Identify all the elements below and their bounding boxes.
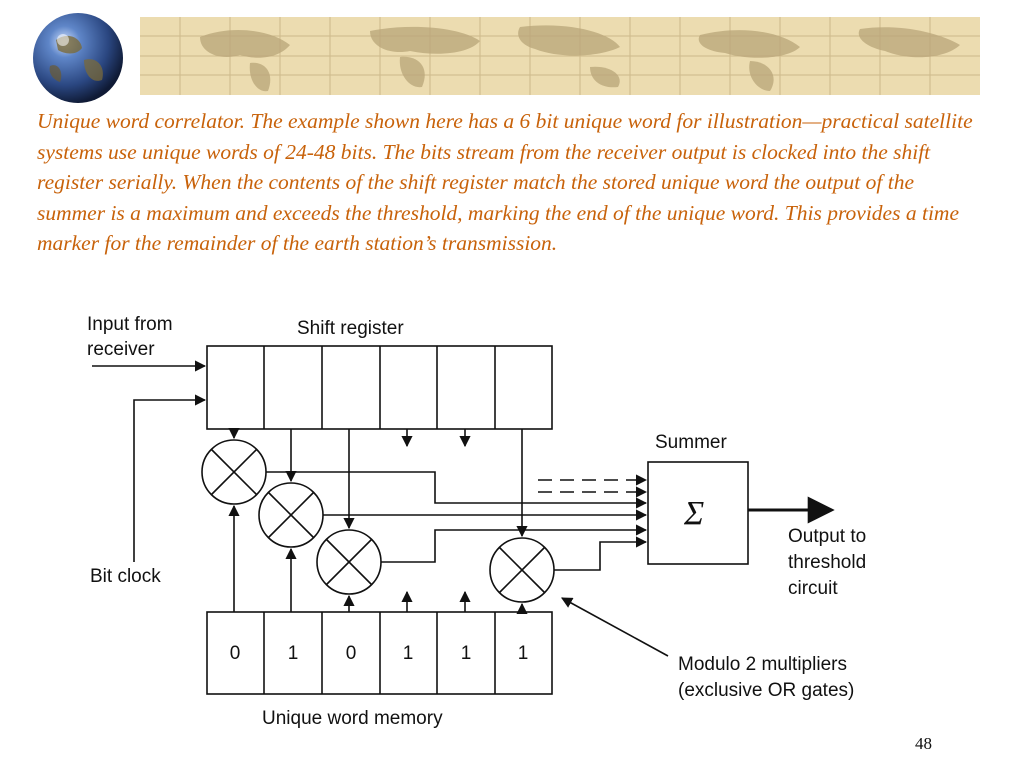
bit-clock-label: Bit clock <box>90 566 161 587</box>
memory-bit: 1 <box>288 643 299 664</box>
summer-symbol: Σ <box>683 495 704 532</box>
memory-bit: 1 <box>461 643 472 664</box>
memory-bit: 1 <box>518 643 529 664</box>
unique-word-memory <box>206 611 553 695</box>
shift-register <box>206 345 553 430</box>
input-label-line2: receiver <box>87 339 155 360</box>
shift-register-label: Shift register <box>297 318 404 339</box>
output-label-line3: circuit <box>788 578 838 599</box>
xor-multiplier <box>201 439 267 505</box>
bit-clock-line <box>133 394 207 562</box>
output-label-line2: threshold <box>788 552 866 573</box>
page-number: 48 <box>915 734 932 753</box>
memory-bit: 1 <box>403 643 414 664</box>
world-map-banner <box>140 17 980 95</box>
summer-block <box>647 461 749 565</box>
multiplier-label-line1: Modulo 2 multipliers <box>678 654 847 675</box>
xor-multiplier <box>316 529 382 595</box>
xor-multiplier <box>489 537 555 603</box>
globe-icon <box>30 10 126 106</box>
slide-caption: Unique word correlator. The example show… <box>37 109 973 255</box>
multiplier-label-line2: (exclusive OR gates) <box>678 680 854 701</box>
memory-bit: 0 <box>230 643 241 664</box>
memory-bit: 0 <box>346 643 357 664</box>
input-label-line1: Input from <box>87 314 173 335</box>
output-label-line1: Output to <box>788 526 866 547</box>
xor-multiplier <box>258 482 324 548</box>
memory-label: Unique word memory <box>262 708 443 729</box>
summer-label: Summer <box>655 432 727 453</box>
